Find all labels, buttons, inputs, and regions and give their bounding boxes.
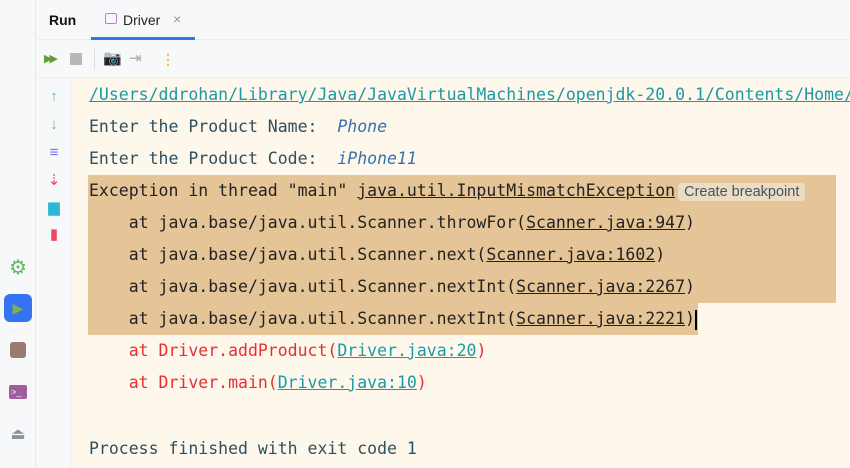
console-output[interactable]: /Users/ddrohan/Library/Java/JavaVirtualM… xyxy=(71,78,850,468)
exception-text: Exception in thread "main" xyxy=(89,181,358,200)
scroll-to-end-icon[interactable]: ⇣ xyxy=(47,172,61,189)
source-link[interactable]: Scanner.java:947 xyxy=(526,213,686,232)
stack-text: ) xyxy=(476,341,487,360)
stack-text: ) xyxy=(685,309,695,328)
exit-icon[interactable]: ⇥ xyxy=(129,50,142,67)
stack-line: at Driver.addProduct(Driver.java:20) xyxy=(89,335,487,367)
prompt-name-line: Enter the Product Name: Phone xyxy=(89,111,387,143)
camera-icon[interactable]: 📷 xyxy=(103,50,122,67)
tab-driver[interactable]: Driver × xyxy=(91,0,195,40)
console-gutter: ↑ ↓ ≡ ⇣ ▆ ▮ xyxy=(37,78,71,468)
stack-text: ) xyxy=(685,213,695,232)
window-icon xyxy=(105,13,117,24)
text-caret xyxy=(694,309,697,330)
stop-icon[interactable] xyxy=(70,53,82,65)
selection xyxy=(88,239,836,271)
prompt-text: Enter the Product Code: xyxy=(89,149,338,168)
toolbar-divider xyxy=(94,49,95,69)
print-icon[interactable]: ▆ xyxy=(48,199,60,216)
soft-wrap-icon[interactable]: ≡ xyxy=(49,144,59,161)
stack-text: at java.base/java.util.Scanner.nextInt( xyxy=(89,277,517,296)
run-title: Run xyxy=(49,12,77,28)
prompt-code-line: Enter the Product Code: iPhone11 xyxy=(89,143,417,175)
exception-line: Exception in thread "main" java.util.Inp… xyxy=(89,175,806,207)
tab-label: Driver xyxy=(123,12,161,28)
stack-text: at java.base/java.util.Scanner.nextInt( xyxy=(89,309,517,328)
source-link[interactable]: Scanner.java:1602 xyxy=(486,245,656,264)
services-gear-icon[interactable]: ⚙ xyxy=(9,256,27,279)
rerun-icon[interactable]: ▶▶ xyxy=(44,53,58,65)
stack-text: at java.base/java.util.Scanner.throwFor( xyxy=(89,213,527,232)
stack-text: ) xyxy=(655,245,666,264)
exception-class-link[interactable]: java.util.InputMismatchException xyxy=(357,181,676,200)
stack-text: ) xyxy=(685,277,695,296)
stack-line: at java.base/java.util.Scanner.next(Scan… xyxy=(89,239,665,271)
tool-window-strip: ⚙ ▶ >_ ⏏ xyxy=(0,0,36,468)
run-toolbar: ▶▶ 📷 ⇥ ⋮ xyxy=(37,41,850,78)
stack-line: at Driver.main(Driver.java:10) xyxy=(89,367,427,399)
jdk-path-link[interactable]: /Users/ddrohan/Library/Java/JavaVirtualM… xyxy=(89,85,850,104)
selection xyxy=(88,271,836,303)
up-arrow-icon[interactable]: ↑ xyxy=(50,88,58,105)
run-tabs: Run Driver × xyxy=(37,0,850,40)
selection xyxy=(88,207,836,239)
close-icon[interactable]: × xyxy=(173,11,182,27)
selection xyxy=(88,303,698,335)
more-icon[interactable]: ⋮ xyxy=(161,51,175,67)
source-link[interactable]: Driver.java:10 xyxy=(277,373,417,392)
stack-text: at java.base/java.util.Scanner.next( xyxy=(89,245,487,264)
build-icon[interactable] xyxy=(4,336,32,364)
source-link[interactable]: Scanner.java:2221 xyxy=(516,309,686,328)
run-tool-icon[interactable]: ▶ xyxy=(4,294,32,322)
stack-line: at java.base/java.util.Scanner.nextInt(S… xyxy=(89,271,695,303)
user-input: Phone xyxy=(337,117,388,136)
problems-alarm-icon[interactable]: ⏏ xyxy=(10,426,26,443)
stack-text: at Driver.addProduct( xyxy=(89,341,338,360)
down-arrow-icon[interactable]: ↓ xyxy=(50,116,58,133)
process-finished-line: Process finished with exit code 1 xyxy=(89,439,417,458)
stack-text: ) xyxy=(416,373,427,392)
create-breakpoint-button[interactable]: Create breakpoint xyxy=(678,183,806,201)
source-link[interactable]: Driver.java:20 xyxy=(337,341,477,360)
stack-line: at java.base/java.util.Scanner.nextInt(S… xyxy=(89,303,697,335)
terminal-icon[interactable]: >_ xyxy=(4,378,32,406)
user-input: iPhone11 xyxy=(337,149,417,168)
source-link[interactable]: Scanner.java:2267 xyxy=(516,277,686,296)
stack-text: at Driver.main( xyxy=(89,373,278,392)
stack-line: at java.base/java.util.Scanner.throwFor(… xyxy=(89,207,695,239)
trash-icon[interactable]: ▮ xyxy=(49,226,59,243)
prompt-text: Enter the Product Name: xyxy=(89,117,338,136)
